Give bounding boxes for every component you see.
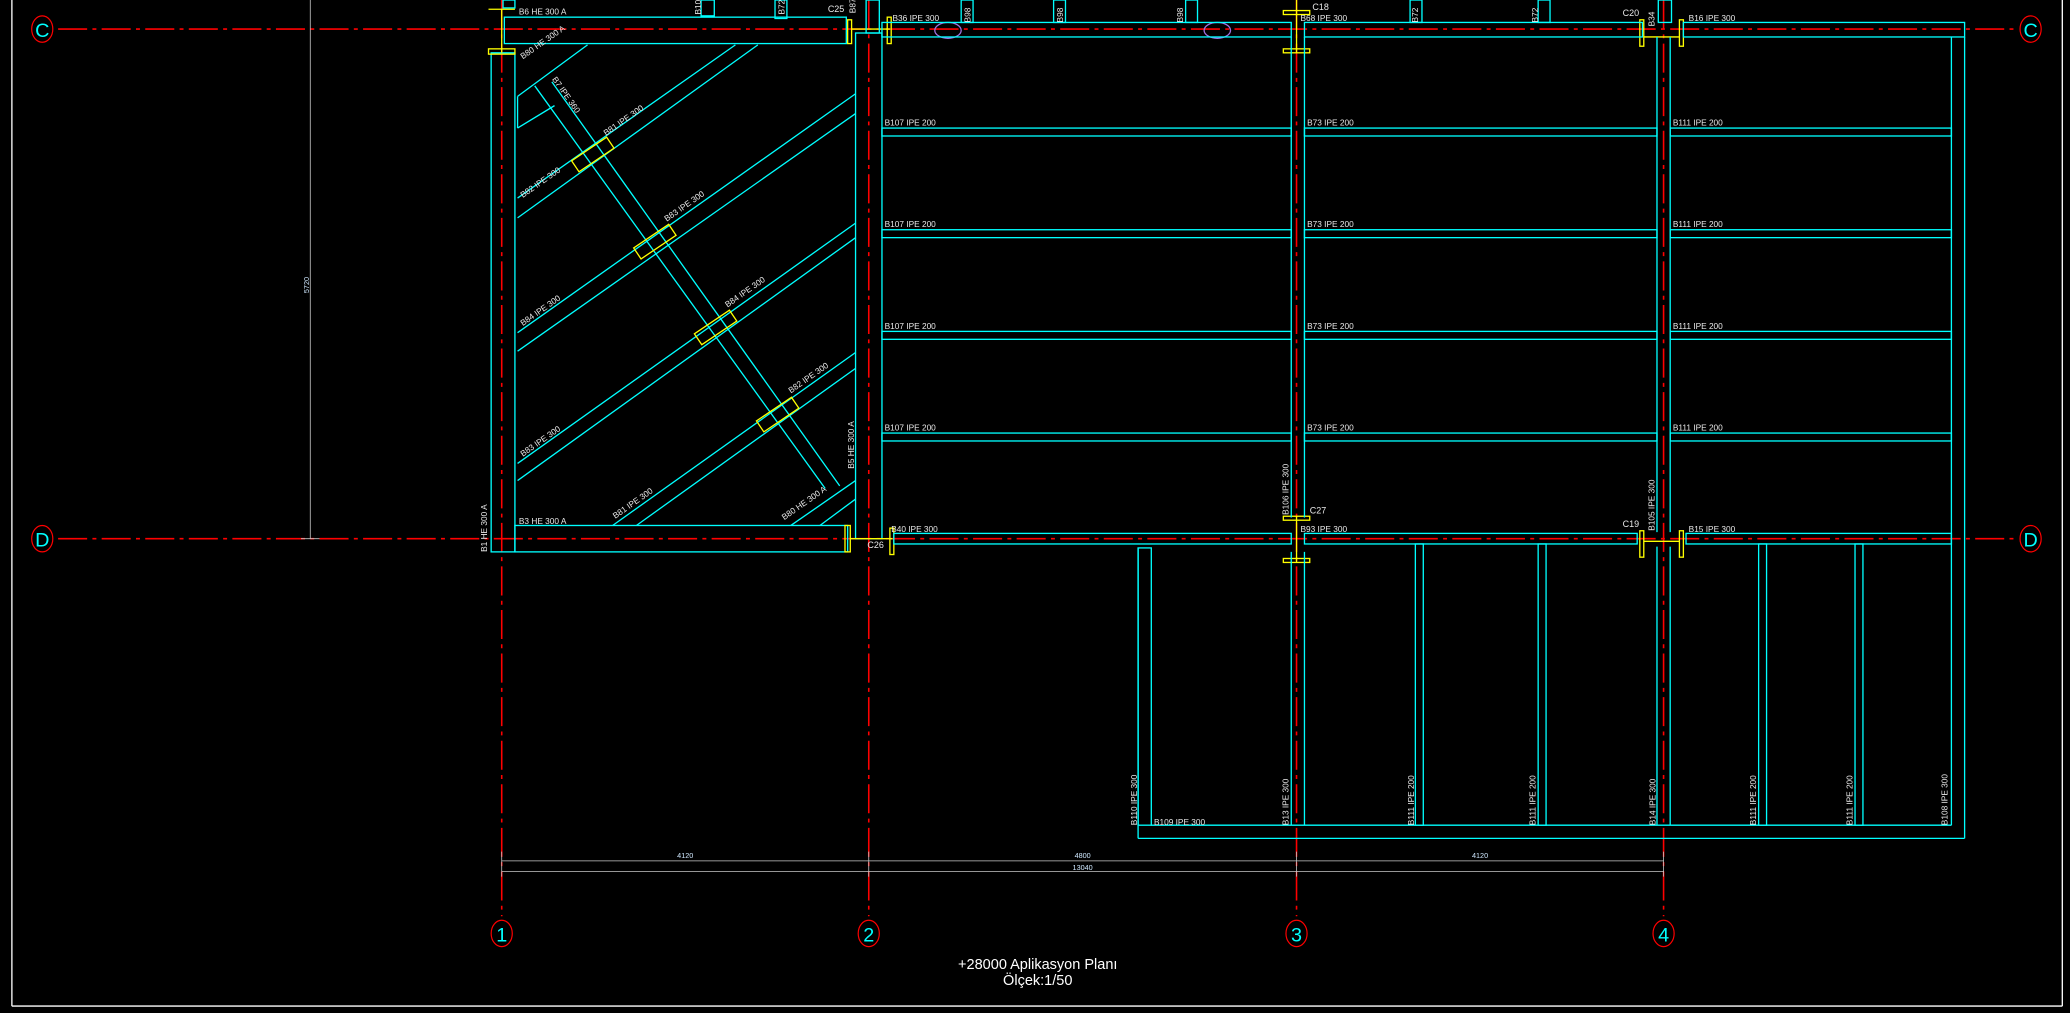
label-b93: B93 IPE 300 [1300,524,1347,534]
dimension-span-2-3: 4800 [1075,851,1091,860]
label-b81: B81 IPE 300 [611,485,655,520]
label-b109: B109 IPE 300 [1154,817,1206,827]
left-bay-members [490,0,883,553]
svg-text:B73 IPE 200: B73 IPE 200 [1307,422,1354,432]
splice-plates [570,136,800,433]
label-c26: C26 [867,540,883,550]
label-b68: B68 IPE 300 [1300,13,1347,23]
label-b111: B111 IPE 200 [1748,775,1758,825]
label-top-col: B10 [693,0,703,15]
label-b105: B105 IPE 300 [1646,479,1656,531]
label-b84: B84 IPE 300 [518,293,562,328]
svg-text:B73 IPE 200: B73 IPE 200 [1307,321,1354,331]
label-c27: C27 [1310,506,1326,516]
label-c20: C20 [1623,8,1639,18]
label-b83: B83 IPE 300 [662,188,706,223]
column-connections [487,0,1685,564]
dimension-total: 13040 [1073,863,1093,872]
label-b15: B15 IPE 300 [1689,524,1736,534]
label-b111: B111 IPE 200 [1844,775,1854,825]
svg-text:3: 3 [1291,924,1302,946]
grid-axes [58,0,2015,917]
label-b110: B110 IPE 300 [1129,774,1139,825]
label-b14: B14 IPE 300 [1648,778,1658,825]
dimension-span-3-4: 4120 [1472,851,1488,860]
svg-text:B111 IPE 200: B111 IPE 200 [1673,321,1723,331]
svg-text:2: 2 [863,924,874,946]
svg-text:B111 IPE 200: B111 IPE 200 [1673,219,1723,229]
bracing-members [516,44,856,527]
svg-text:D: D [2023,530,2037,552]
label-b106: B106 IPE 300 [1281,463,1291,515]
label-b82: B82 IPE 300 [518,165,562,200]
main-framing [700,0,1966,840]
axis-bubble-c-right: C [2019,15,2042,43]
label-b108: B108 IPE 300 [1939,774,1949,826]
axis-bubble-2: 2 [857,919,880,948]
opening-markers [934,21,1232,39]
label-top-col: B87 [848,0,858,13]
axis-bubble-d-right: D [2019,524,2042,553]
label-b3: B3 HE 300 A [519,516,567,526]
label-top-col: B72 [1410,7,1420,22]
drawing-frame [11,0,2063,1007]
label-b7: B7 IPE 360 [550,75,582,115]
label-b40: B40 IPE 300 [891,524,938,534]
axis-bubble-3: 3 [1285,919,1308,948]
label-b5: B5 HE 300 A [846,421,856,469]
label-b111: B111 IPE 200 [1406,775,1416,825]
label-b111: B111 IPE 200 [1528,775,1538,825]
label-top-col: B72 [1530,7,1540,22]
label-b6: B6 HE 300 A [519,7,567,17]
dimension-span-1-2: 4120 [677,851,693,860]
label-c25: C25 [828,4,844,14]
svg-text:C: C [35,20,49,42]
svg-text:B111 IPE 200: B111 IPE 200 [1673,117,1723,127]
axis-bubble-d-left: D [31,524,54,553]
label-top-col: B98 [962,7,972,22]
label-top-col: B72 [776,0,786,15]
label-top-col: B98 [1055,7,1065,22]
dimension-vertical: 5720 [302,277,311,293]
drawing-scale: Ölçek:1/50 [1003,971,1072,989]
label-b84: B84 IPE 300 [723,274,767,309]
svg-text:B73 IPE 200: B73 IPE 200 [1307,117,1354,127]
label-b82: B82 IPE 300 [786,360,830,395]
label-b16: B16 IPE 300 [1689,13,1736,23]
svg-text:D: D [35,530,49,552]
drawing-title: +28000 Aplikasyon Planı [958,957,1117,973]
svg-text:4: 4 [1658,924,1669,946]
svg-text:B107 IPE 200: B107 IPE 200 [885,422,937,432]
axis-bubble-4: 4 [1652,919,1675,948]
svg-text:B111 IPE 200: B111 IPE 200 [1673,422,1723,432]
svg-text:B107 IPE 200: B107 IPE 200 [885,117,937,127]
svg-text:B107 IPE 200: B107 IPE 200 [885,219,937,229]
dimension-lines [301,0,1664,877]
label-c19: C19 [1623,519,1639,529]
svg-text:B107 IPE 200: B107 IPE 200 [885,321,937,331]
axis-bubble-1: 1 [490,919,513,948]
label-top-col: B98 [1175,7,1185,22]
label-c18: C18 [1312,2,1328,12]
label-top-col: B34 [1646,11,1656,26]
label-b36: B36 IPE 300 [893,13,940,23]
label-b81: B81 IPE 300 [601,102,645,137]
svg-text:B73 IPE 200: B73 IPE 200 [1307,219,1354,229]
svg-text:1: 1 [496,924,507,946]
axis-bubble-c-left: C [31,15,54,43]
label-b1: B1 HE 300 A [479,504,489,552]
svg-text:C: C [2023,20,2037,42]
label-b13: B13 IPE 300 [1281,778,1291,825]
